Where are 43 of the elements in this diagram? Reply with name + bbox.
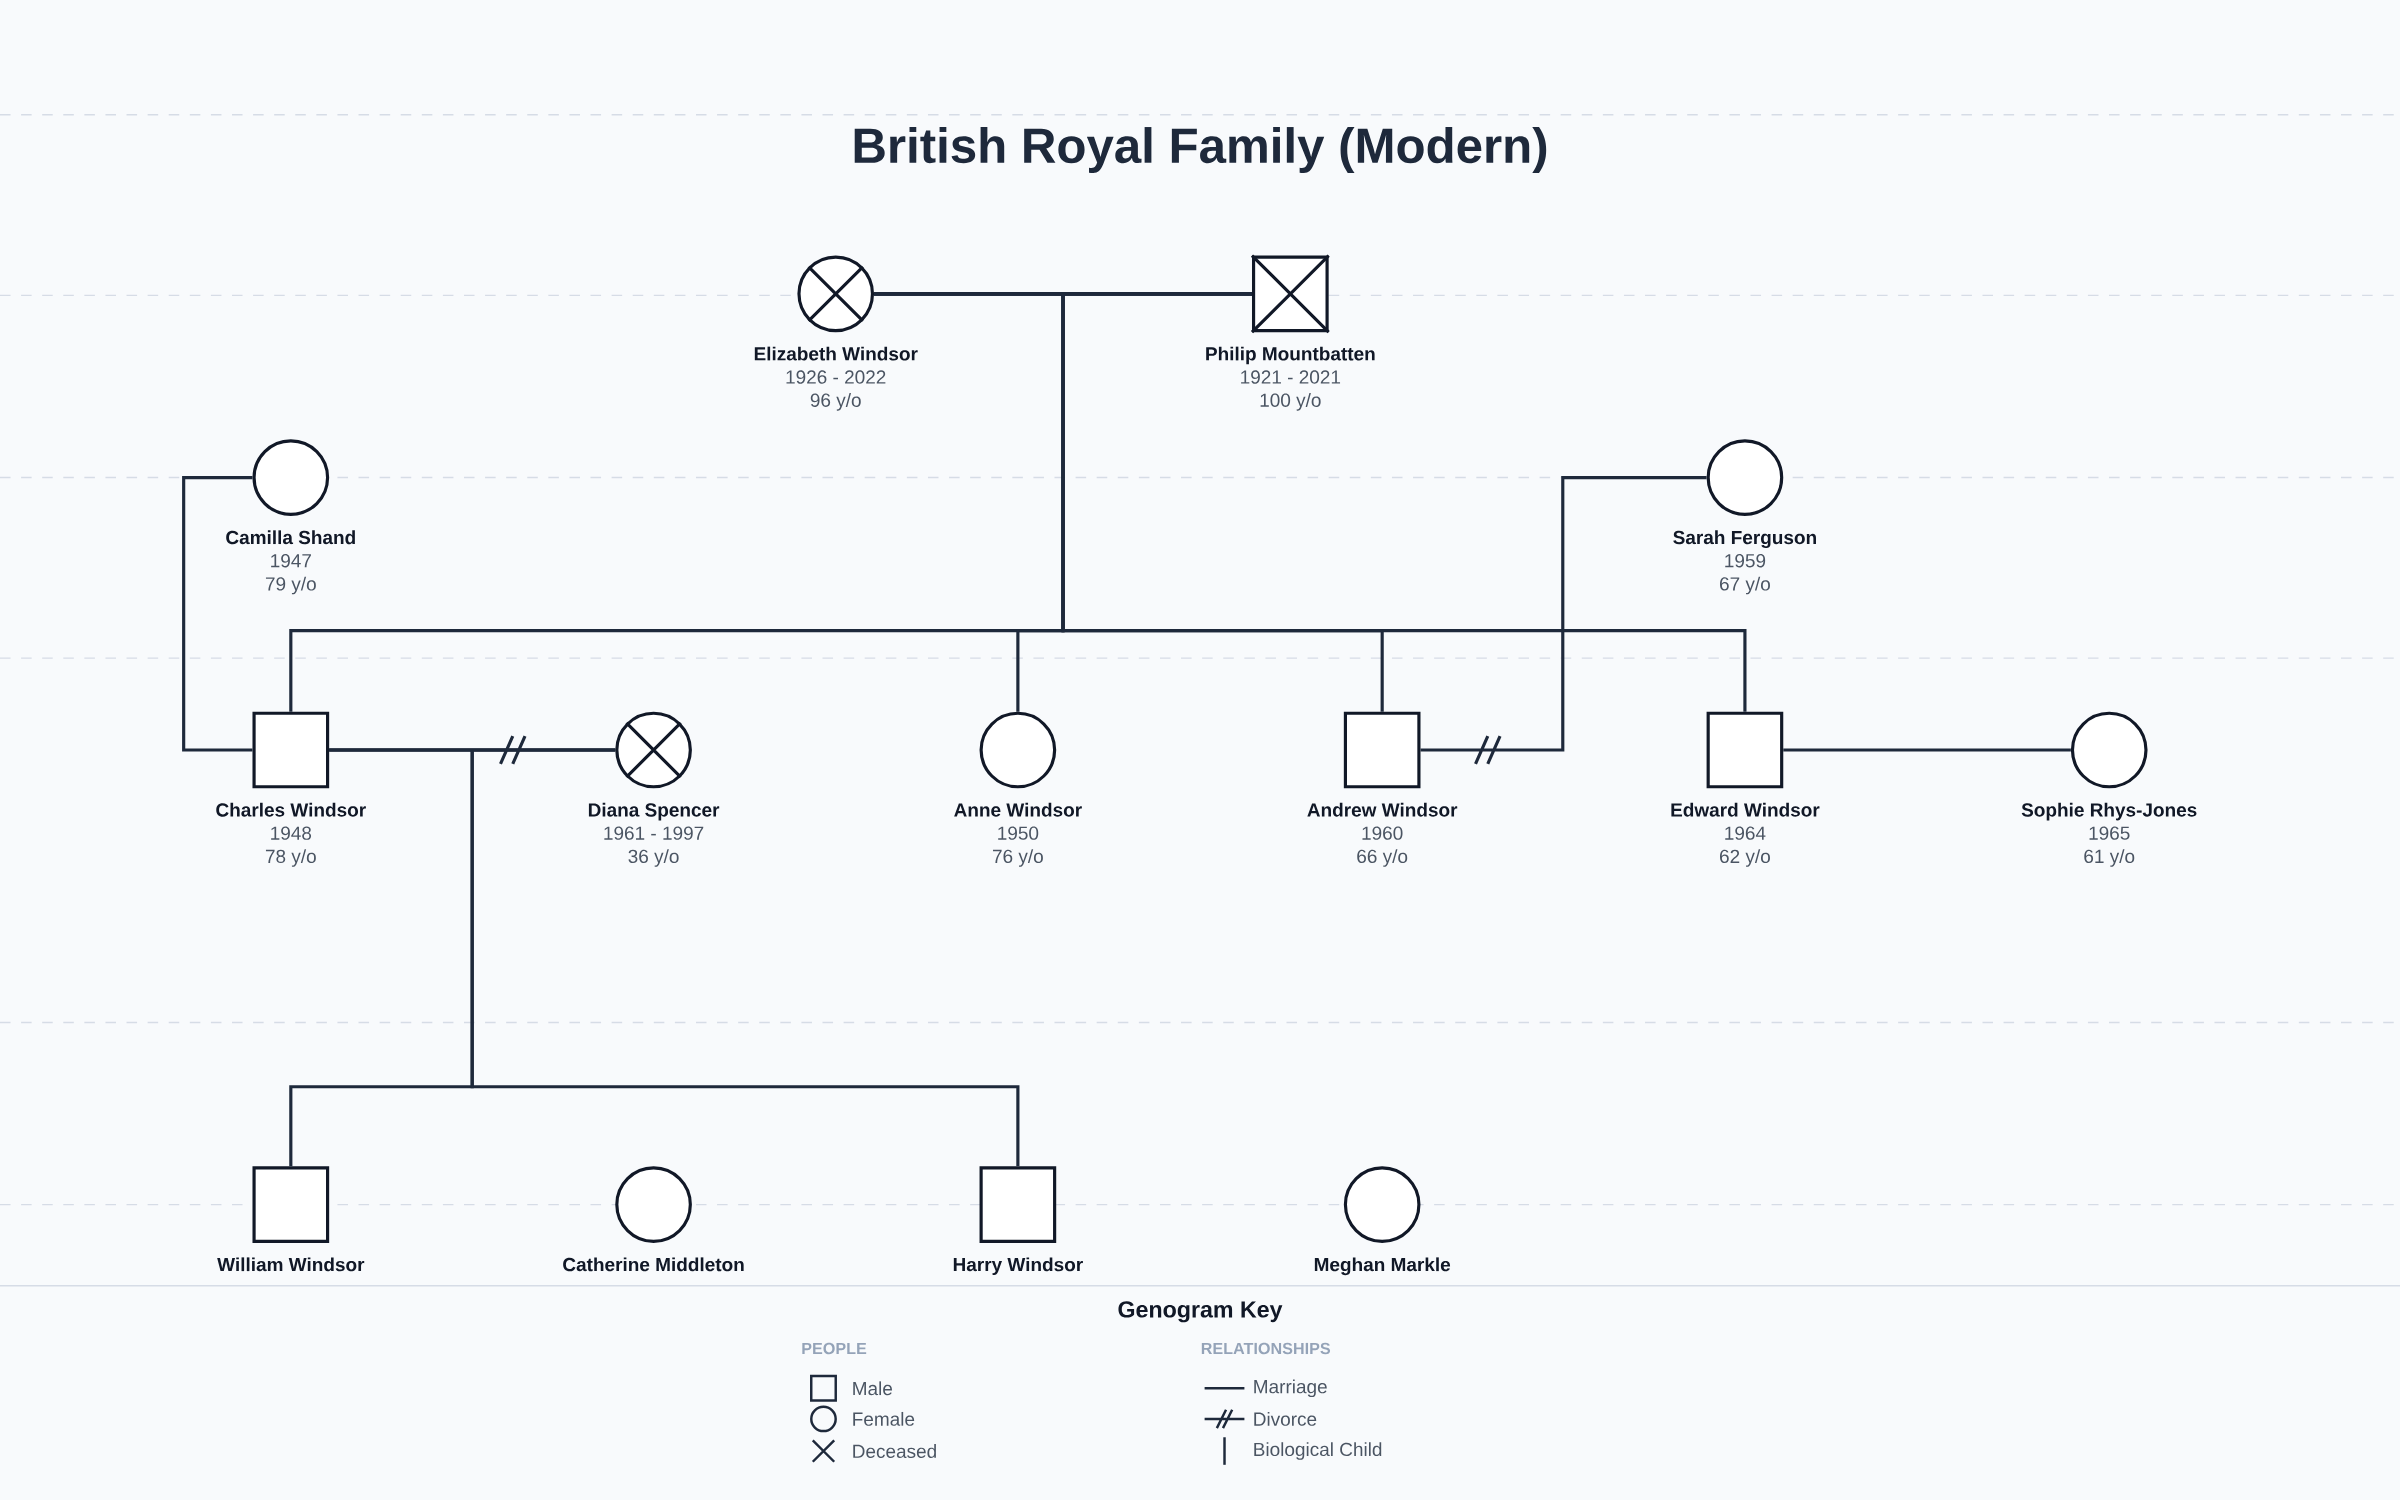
person-label: Diana Spencer 1961 - 1997 36 y/o [588, 802, 720, 867]
divorce-line [1418, 476, 1709, 766]
person-label: Meghan Markle [1314, 1257, 1451, 1276]
square-symbol [252, 1166, 330, 1243]
marriage-line [182, 476, 253, 752]
legend-label: Divorce [1254, 1411, 1317, 1426]
person-label: Catherine Middleton [563, 1257, 744, 1272]
legend-label: Female [853, 1411, 915, 1426]
legend-label: Biological Child [1254, 1442, 1382, 1460]
marriage-line [1783, 748, 2071, 752]
person-label: Sarah Ferguson 1959 67 y/o [1673, 530, 1816, 595]
legend-label: Male [853, 1381, 892, 1396]
square-symbol [979, 1166, 1057, 1243]
key-heading: Genogram Key [1118, 1301, 1283, 1323]
descent-line [872, 292, 1747, 714]
title: British Royal Family (Modern) [854, 127, 1547, 173]
crossed-circle-symbol [797, 255, 875, 333]
person-label: Edward Windsor 1964 62 y/o [1671, 802, 1820, 867]
legend-label: Deceased [853, 1444, 936, 1458]
person-label: Charles Windsor 1948 78 y/o [216, 802, 366, 867]
person-label: Camilla Shand 1947 79 y/o [226, 530, 355, 595]
person-label: Harry Windsor [953, 1257, 1083, 1275]
circle-symbol [252, 439, 330, 516]
descent-line [327, 748, 1020, 1168]
square-symbol [252, 711, 330, 789]
person-label: William Windsor [217, 1257, 365, 1272]
key-section-heading: RELATIONSHIPS [1201, 1342, 1331, 1355]
person-label: Sophie Rhys-Jones 1965 61 y/o [2021, 802, 2197, 867]
circle-symbol [979, 711, 1057, 789]
circle-symbol [1706, 439, 1784, 516]
crossed-square-symbol [1250, 253, 1331, 334]
square-symbol [1343, 711, 1421, 789]
person-label: Andrew Windsor 1960 66 y/o [1307, 802, 1458, 867]
legend-label: Marriage [1254, 1379, 1327, 1398]
square-symbol [1706, 711, 1784, 789]
person-label: Philip Mountbatten 1921 - 2021 100 y/o [1206, 346, 1375, 411]
person-label: Elizabeth Windsor 1926 - 2022 96 y/o [754, 346, 918, 411]
circle-symbol [1343, 1166, 1421, 1243]
circle-symbol [2070, 711, 2148, 789]
person-label: Anne Windsor 1950 76 y/o [954, 802, 1082, 867]
key-section-heading: PEOPLE [802, 1342, 867, 1355]
circle-symbol [615, 1166, 692, 1243]
crossed-circle-symbol [615, 711, 692, 789]
